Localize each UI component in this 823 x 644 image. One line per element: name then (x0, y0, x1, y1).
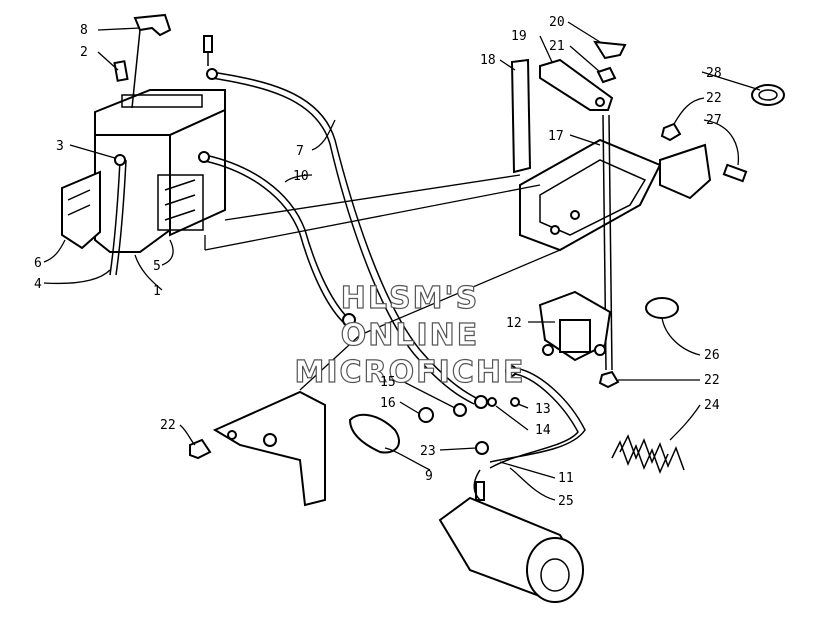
callout-19: 19 (511, 29, 527, 44)
hold-down-strap (510, 58, 532, 174)
callout-11: 11 (558, 471, 574, 486)
callout-22-right: 22 (704, 373, 720, 388)
callout-2: 2 (80, 45, 88, 60)
guide-lines (204, 174, 561, 391)
callout-7: 7 (296, 144, 304, 159)
nut-13 (510, 397, 520, 407)
lock-washer-15 (453, 403, 467, 417)
callout-leaders (43, 21, 761, 501)
nut-14 (487, 397, 497, 407)
starter-cable (489, 365, 586, 469)
callout-28: 28 (706, 66, 722, 81)
callout-24: 24 (704, 398, 720, 413)
spring (611, 434, 685, 475)
callout-4: 4 (34, 277, 42, 292)
washer (596, 66, 617, 84)
callout-labels: 8 2 3 6 4 5 1 7 10 19 18 20 21 17 28 22 … (34, 15, 722, 509)
watermark: HLSM'S ONLINE MICROFICHE (294, 280, 526, 390)
grommet-28 (751, 84, 785, 106)
callout-20: 20 (549, 15, 565, 30)
short-cable (473, 469, 481, 501)
terminal-boot (348, 413, 400, 454)
watermark-line-3: MICROFICHE (295, 355, 526, 390)
starter-motor (438, 481, 584, 603)
callout-9: 9 (425, 469, 433, 484)
battery-tray (519, 138, 712, 252)
watermark-line-1: HLSM'S (341, 281, 479, 316)
callout-21: 21 (549, 39, 565, 54)
callout-5: 5 (153, 259, 161, 274)
nut-22-lower (598, 370, 620, 389)
callout-22-top: 22 (706, 91, 722, 106)
grommet-26 (645, 297, 679, 319)
callout-23: 23 (420, 444, 436, 459)
nut-16 (418, 407, 434, 423)
callout-16: 16 (380, 396, 396, 411)
starter-solenoid (538, 290, 612, 362)
callout-3: 3 (56, 139, 64, 154)
strap-bracket (539, 58, 614, 111)
callout-12: 12 (506, 316, 522, 331)
screw-27 (722, 163, 748, 183)
callout-6: 6 (34, 256, 42, 271)
negative-cable (198, 151, 356, 327)
battery (94, 89, 226, 253)
callout-17: 17 (548, 129, 564, 144)
callout-25: 25 (558, 494, 574, 509)
hold-down-bolt (203, 35, 213, 66)
nut-22-upper (660, 122, 682, 142)
callout-26: 26 (704, 348, 720, 363)
positive-cable (206, 68, 488, 409)
vent-cap (131, 13, 172, 109)
callout-18: 18 (480, 53, 496, 68)
callout-10: 10 (293, 169, 309, 184)
watermark-line-2: ONLINE (341, 318, 480, 353)
callout-13: 13 (535, 402, 551, 417)
callout-27: 27 (706, 113, 722, 128)
vent-fitting (113, 60, 129, 82)
battery-bracket (61, 170, 101, 250)
mounting-plate (212, 390, 326, 507)
terminal-bolt (114, 154, 126, 166)
callout-14: 14 (535, 423, 551, 438)
callout-1: 1 (153, 284, 161, 299)
callout-22-left: 22 (160, 418, 176, 433)
callout-15: 15 (380, 375, 396, 390)
vent-tube (109, 159, 127, 276)
nut-23 (475, 441, 489, 455)
callout-8: 8 (80, 23, 88, 38)
clip (593, 40, 627, 60)
